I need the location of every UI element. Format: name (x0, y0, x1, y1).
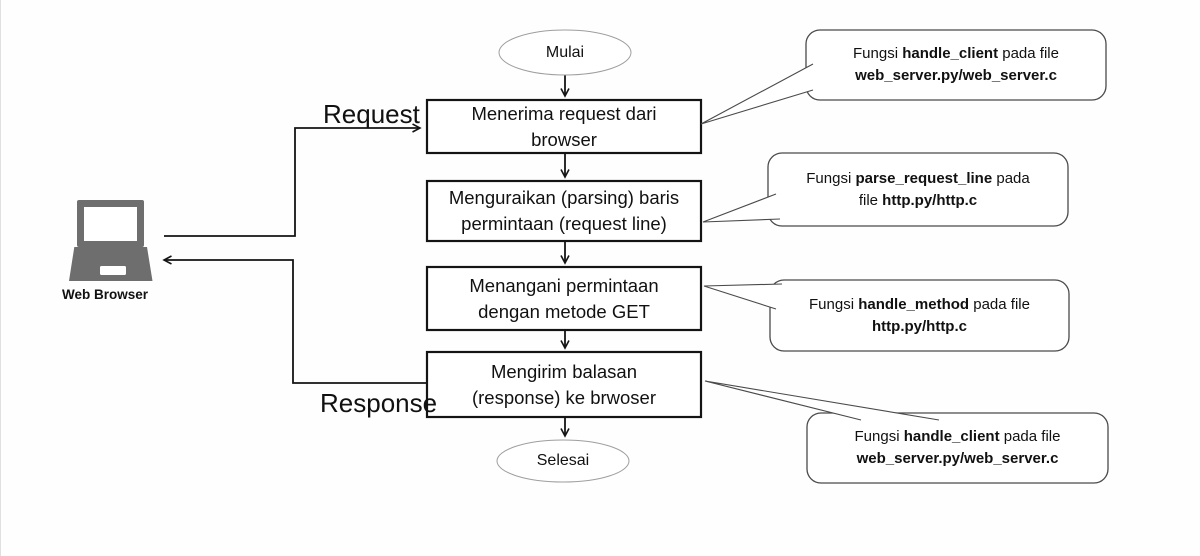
step3-box (425, 265, 703, 332)
callout3-line2: http.py/http.c (872, 317, 967, 335)
callout2-label: Fungsi parse_request_line pada file http… (768, 153, 1068, 226)
step3-line1: Menangani permintaan (469, 274, 659, 296)
callout1-label: Fungsi handle_client pada file web_serve… (806, 30, 1106, 100)
step1-box (425, 98, 703, 155)
terminator-end-label: Selesai (536, 452, 590, 469)
step4-line1: Mengirim balasan (490, 360, 637, 382)
step4-box (425, 350, 703, 419)
request-arrow (164, 128, 420, 237)
callout3-label: Fungsi handle_method pada file http.py/h… (770, 280, 1069, 351)
step2-box (425, 179, 703, 243)
web-browser-label: Web Browser (62, 287, 149, 302)
callout1-shape (700, 29, 1107, 125)
step1-label: Menerima request dari browser (427, 100, 701, 153)
terminator-start-label: Mulai (545, 43, 585, 61)
callout4-line1: Fungsi handle_client pada file (854, 428, 1061, 445)
request-label: Request (323, 99, 420, 129)
terminator-start-shape (498, 29, 632, 76)
step4-label: Mengirim balasan (response) ke brwoser (427, 352, 701, 417)
callout3-shape (703, 279, 1070, 352)
callout4-shape (704, 380, 1109, 484)
response-arrow (164, 260, 427, 384)
callout1-line2: web_server.py/web_server.c (855, 67, 1057, 84)
callout4-label: Fungsi handle_client pada file web_serve… (807, 413, 1108, 483)
step2-label: Menguraikan (parsing) baris permintaan (… (427, 181, 701, 241)
response-label: Response (320, 388, 438, 418)
step3-label: Menangani permintaan dengan metode GET (427, 267, 701, 330)
callout2-line1: Fungsi parse_request_line pada (806, 169, 1030, 187)
step1-line1: Menerima request dari (471, 102, 657, 124)
callout2-shape (702, 152, 1069, 227)
step2-line2: permintaan (request line) (461, 213, 667, 234)
step1-line2: browser (531, 128, 597, 150)
laptop-icon (69, 200, 153, 281)
step4-line2: (response) ke brwoser (471, 386, 657, 408)
callout3-line1: Fungsi handle_method pada file (809, 295, 1030, 313)
callout1-line1: Fungsi handle_client pada file (853, 45, 1059, 62)
callout2-line2: file http.py/http.c (858, 191, 978, 209)
step2-line1: Menguraikan (parsing) baris (448, 187, 680, 208)
step3-line2: dengan metode GET (478, 300, 650, 322)
callout4-line2: web_server.py/web_server.c (856, 450, 1059, 467)
terminator-end-shape (496, 439, 630, 483)
